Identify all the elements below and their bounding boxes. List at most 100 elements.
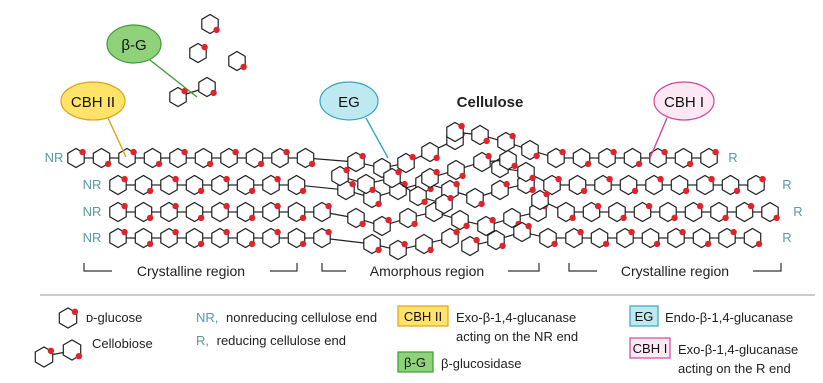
ring-oxygen-dot xyxy=(555,175,562,183)
ring-oxygen-dot xyxy=(181,87,188,95)
glycosidic-bond xyxy=(519,213,531,217)
ring-oxygen-dot xyxy=(349,180,356,188)
ring-oxygen-dot xyxy=(682,187,690,195)
ring-oxygen-dot xyxy=(704,240,712,248)
ring-oxygen-dot xyxy=(671,214,678,222)
ring-oxygen-dot xyxy=(453,180,460,188)
ring-oxygen-dot xyxy=(172,175,179,183)
glycosidic-bond xyxy=(405,184,417,189)
legend-nr-text: nonreducing cellulose end xyxy=(226,310,377,325)
glycosidic-bond xyxy=(379,245,391,249)
legend-cellobiose-text: Cellobiose xyxy=(92,336,153,351)
ring-oxygen-dot xyxy=(146,240,154,248)
ring-oxygen-dot xyxy=(359,152,366,160)
glycosidic-bond xyxy=(363,163,375,167)
ring-oxygen-dot xyxy=(551,240,558,248)
glycosidic-bond xyxy=(493,219,505,225)
ring-oxygen-dot xyxy=(411,220,418,228)
ring-oxygen-dot xyxy=(79,148,86,156)
legend-glucose-text: ᴅ-glucose xyxy=(86,310,142,325)
region-label-crystalline-left: Crystalline region xyxy=(137,263,245,279)
legend-bg-text: β-glucosidase xyxy=(441,356,521,371)
legend-cbh1-swatch-label: CBH I xyxy=(633,341,668,356)
ring-oxygen-dot xyxy=(661,148,668,156)
ring-oxygen-dot xyxy=(610,148,617,156)
glycosidic-bond xyxy=(431,239,443,243)
nr-end-label: NR xyxy=(83,177,102,192)
enzyme-cbh2-label: CBH II xyxy=(71,94,115,111)
region-label-amorphous: Amorphous region xyxy=(370,263,484,279)
r-end-label: R xyxy=(728,150,737,165)
ring-oxygen-dot xyxy=(696,202,704,210)
glycosidic-bond xyxy=(477,241,489,245)
ring-oxygen-dot xyxy=(274,202,281,210)
ring-oxygen-dot xyxy=(359,220,366,228)
legend-cbh1-swatch xyxy=(629,337,671,359)
glycosidic-bond xyxy=(441,213,453,219)
ring-oxygen-dot xyxy=(121,228,128,236)
ring-oxygen-dot xyxy=(257,160,265,168)
ring-oxygen-dot xyxy=(299,240,307,248)
legend-r-text: reducing cellulose end xyxy=(217,333,346,348)
ring-oxygen-dot xyxy=(325,228,332,236)
glycosidic-bond xyxy=(467,221,479,225)
glycosidic-bond xyxy=(425,197,437,203)
enzyme-cbh2-callout: CBH II xyxy=(60,81,127,158)
ring-oxygen-dot xyxy=(385,216,392,224)
ring-oxygen-dot xyxy=(485,152,492,160)
ring-oxygen-dot xyxy=(409,153,416,161)
ring-oxygen-dot xyxy=(459,172,466,180)
ring-oxygen-dot xyxy=(172,228,179,236)
ring-oxygen-dot xyxy=(543,190,550,198)
glycosidic-bond xyxy=(508,168,518,172)
ring-oxygen-dot xyxy=(308,160,316,168)
ring-oxygen-dot xyxy=(146,214,154,222)
free-sugars xyxy=(169,13,247,108)
glycosidic-bond xyxy=(330,238,364,244)
ring-oxygen-dot xyxy=(606,175,613,183)
legend-cbh1-line2: acting on the R end xyxy=(678,361,791,376)
ring-oxygen-dot xyxy=(580,187,588,195)
ring-oxygen-dot xyxy=(47,347,55,354)
glycosidic-bond xyxy=(490,160,500,162)
glycosidic-bond xyxy=(547,202,559,210)
ring-oxygen-dot xyxy=(653,240,661,248)
ring-oxygen-dot xyxy=(453,228,460,236)
glycosidic-bond xyxy=(437,143,448,149)
nr-end-label: NR xyxy=(45,150,64,165)
ring-oxygen-dot xyxy=(130,148,137,156)
ring-oxygen-dot xyxy=(602,240,610,248)
ring-oxygen-dot xyxy=(529,174,536,182)
ring-oxygen-dot xyxy=(458,122,465,130)
glycosidic-bond xyxy=(463,132,472,135)
ring-oxygen-dot xyxy=(201,43,208,51)
ring-oxygen-dot xyxy=(375,246,382,254)
glycosidic-bond xyxy=(186,89,199,95)
region-label-crystalline-right: Crystalline region xyxy=(621,263,729,279)
ring-oxygen-dot xyxy=(559,148,566,156)
glycosidic-bond xyxy=(347,177,359,183)
ring-oxygen-dot xyxy=(594,202,602,210)
ring-oxygen-dot xyxy=(223,228,230,236)
ring-oxygen-dot xyxy=(433,154,440,162)
ring-oxygen-dot xyxy=(759,175,766,183)
legend-nr-abbr: NR, xyxy=(196,310,218,325)
ring-oxygen-dot xyxy=(733,187,741,195)
legend-cbh2-line1: Exo-β-1,4-glucanase xyxy=(456,310,576,325)
ring-oxygen-dot xyxy=(708,175,715,183)
glycosidic-bond xyxy=(415,213,427,217)
enzyme-eg-callout: EG xyxy=(319,81,389,159)
ring-oxygen-dot xyxy=(213,26,220,34)
ring-oxygen-dot xyxy=(509,132,516,140)
legend-r-abbr: R, xyxy=(196,333,209,348)
ring-oxygen-dot xyxy=(375,200,382,208)
ring-oxygen-dot xyxy=(421,198,428,206)
ring-oxygen-dot xyxy=(489,216,496,224)
ring-oxygen-dot xyxy=(274,228,281,236)
glycosidic-bond xyxy=(513,144,523,148)
ring-oxygen-dot xyxy=(146,187,154,195)
ring-oxygen-dot xyxy=(722,214,729,222)
nr-end-label: NR xyxy=(83,204,102,219)
ring-oxygen-dot xyxy=(483,137,490,145)
